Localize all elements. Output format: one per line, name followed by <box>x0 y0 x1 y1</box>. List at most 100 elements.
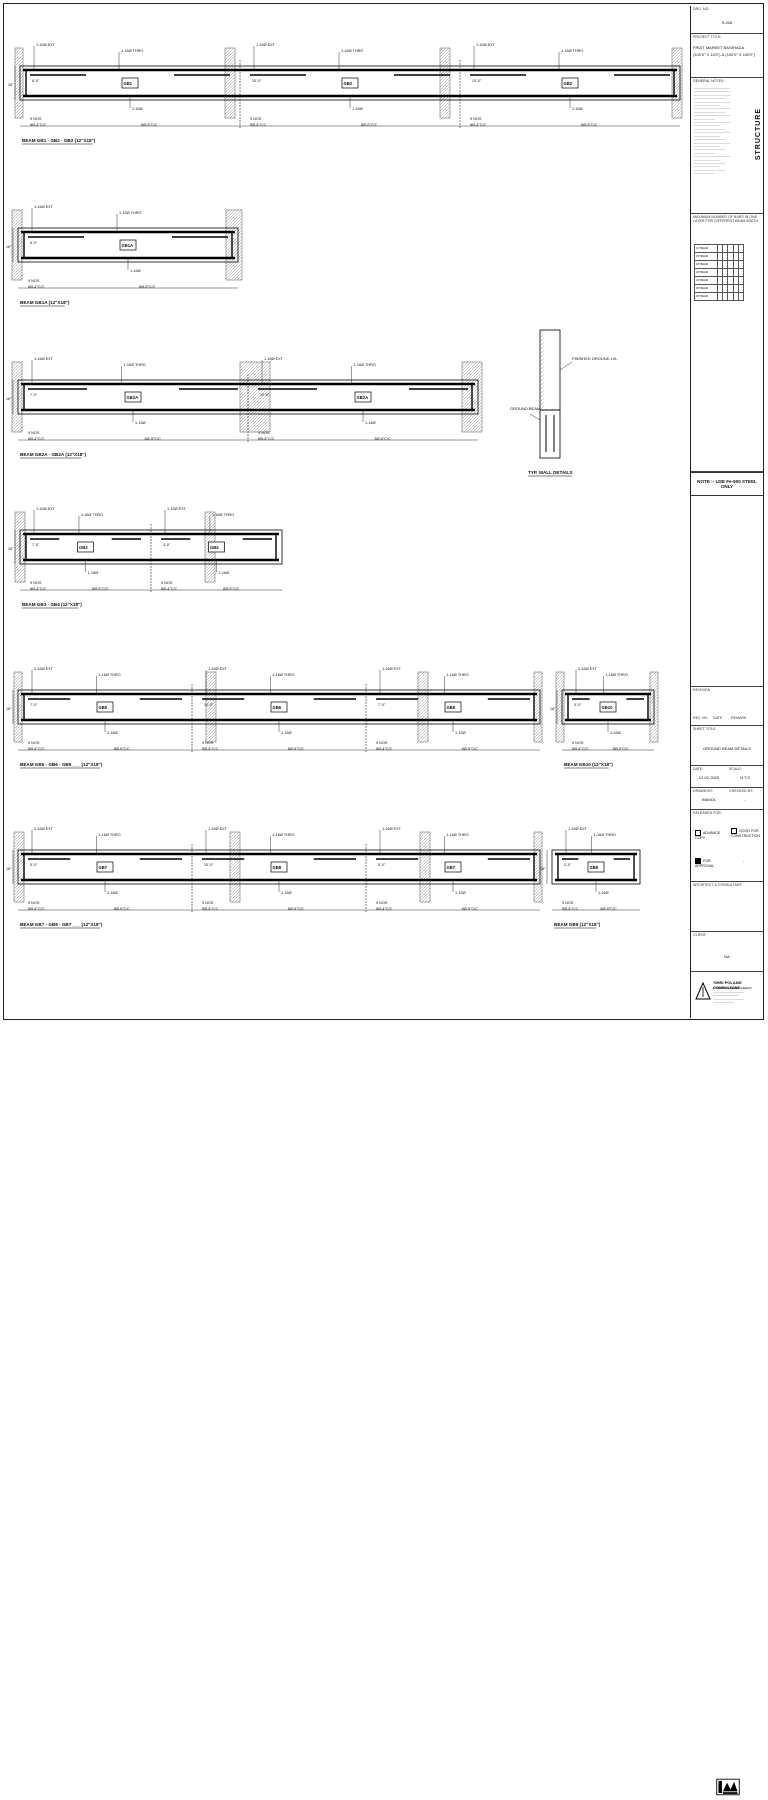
hatch-line <box>533 865 543 875</box>
bar-length: 7'-0" <box>30 703 38 707</box>
hatch-line <box>204 570 216 582</box>
hatch-line <box>265 427 271 433</box>
hatch-line <box>14 51 24 61</box>
hatch-line <box>11 366 23 378</box>
hatch-line <box>14 93 24 103</box>
stirrup-label: 9 NOS <box>28 741 40 745</box>
hatch-line <box>539 389 545 395</box>
support-hatch <box>13 671 23 743</box>
hatch-line <box>13 884 25 896</box>
hatch-line <box>539 381 545 387</box>
dim-label: 18" <box>6 245 12 249</box>
stirrup-label: 9 NOS <box>28 431 40 435</box>
hatch-line <box>11 250 23 262</box>
hatch-line <box>19 277 23 281</box>
hatch-line <box>676 112 683 119</box>
hatch-line <box>239 277 243 281</box>
hatch-line <box>533 729 543 739</box>
hatch-line <box>14 511 19 516</box>
stirrup-label: 8Ø-5"C/C <box>92 587 109 591</box>
hatch-line <box>419 872 431 884</box>
hatch-line <box>205 671 213 679</box>
hatch-line <box>439 103 451 115</box>
hatch-line <box>204 534 216 546</box>
hatch-line <box>18 738 23 743</box>
beam-tag: GB5 <box>447 705 456 710</box>
hatch-line <box>14 84 24 94</box>
hatch-line <box>225 259 243 277</box>
hatch-line <box>229 854 241 866</box>
stirrup-label: 8Ø-5"C/C <box>114 907 131 911</box>
hatch-line <box>239 382 271 414</box>
hatch-line <box>461 361 466 366</box>
project-line1: FRUIT MARKET BAGIHADA <box>693 45 745 50</box>
hatch-line <box>533 859 543 869</box>
bar-table-row: 18" BEAM <box>694 260 745 269</box>
hatch-line <box>229 112 236 119</box>
hatch-line <box>11 408 23 420</box>
hatch-line <box>253 415 271 433</box>
bar-length: 10'-0" <box>252 79 262 83</box>
hatch-line <box>14 81 24 91</box>
hatch-line <box>229 872 241 884</box>
bar-table-cell: 15" BEAM <box>694 252 718 261</box>
dim-label: 18" <box>550 707 556 711</box>
hatch-line <box>13 732 23 742</box>
bar-table-cell: 18" BEAM <box>694 260 718 269</box>
hatch-line <box>533 717 543 727</box>
hatch-line <box>13 860 25 872</box>
checked-by: - <box>744 797 746 802</box>
hatch-line <box>11 402 23 414</box>
hatch-line <box>11 217 23 229</box>
hatch-line <box>230 268 243 281</box>
hatch-line <box>14 48 24 58</box>
hatch-line <box>649 675 659 685</box>
hatch-line <box>539 333 545 339</box>
hatch-line <box>210 736 217 743</box>
bar-label: 1-16Ø <box>132 107 143 111</box>
stirrup-label: 8Ø-5"C/C <box>600 907 617 911</box>
hatch-line <box>11 209 16 214</box>
beam-tag: GB2 <box>564 81 573 86</box>
beam-title: BEAM GB10 (12"X18") <box>564 762 613 767</box>
hatch-line <box>229 842 241 854</box>
hatch-line <box>533 732 543 742</box>
bar-label: 1-16Ø THRO <box>121 49 143 53</box>
hatch-line <box>533 835 543 845</box>
hatch-line <box>417 671 422 676</box>
bar-label: 1-16Ø EXT <box>208 667 228 671</box>
bar-length: 7'-0" <box>30 393 38 397</box>
stirrup-label: 8Ø-5"C/C <box>375 437 392 441</box>
hatch-line <box>14 60 24 70</box>
hatch-line <box>204 564 216 576</box>
bar-table-row: 20" BEAM <box>694 268 745 277</box>
hatch-line <box>555 671 560 676</box>
hatch-line <box>229 881 241 893</box>
hatch-line <box>555 732 565 742</box>
hatch-line <box>224 55 236 67</box>
hatch-line <box>13 857 25 869</box>
hatch-line <box>439 58 451 70</box>
hatch-line <box>205 727 217 739</box>
hatch-line <box>417 676 429 688</box>
hatch-line <box>417 703 429 715</box>
drg-no: S-026 <box>721 20 733 25</box>
hatch-line <box>439 106 451 118</box>
hatch-line <box>229 831 234 836</box>
stirrup-label: 9 NOS <box>562 901 574 905</box>
hatch-line <box>205 712 217 724</box>
hatch-line <box>224 49 236 61</box>
hatch-line <box>14 522 26 534</box>
bar-label: 1-16Ø THRO <box>81 513 103 517</box>
hatch-line <box>225 232 243 250</box>
beam-tag-box <box>354 391 372 403</box>
hatch-line <box>439 82 451 94</box>
hatch-line <box>14 519 26 531</box>
hatch-line <box>461 361 478 378</box>
hatch-line <box>439 85 451 97</box>
drawn-by: ANMOL <box>701 797 717 802</box>
hatch-line <box>205 706 217 718</box>
bar-label: 1-16Ø THRO <box>446 673 468 677</box>
hatch-line <box>11 417 23 429</box>
hatch-line <box>13 842 25 854</box>
